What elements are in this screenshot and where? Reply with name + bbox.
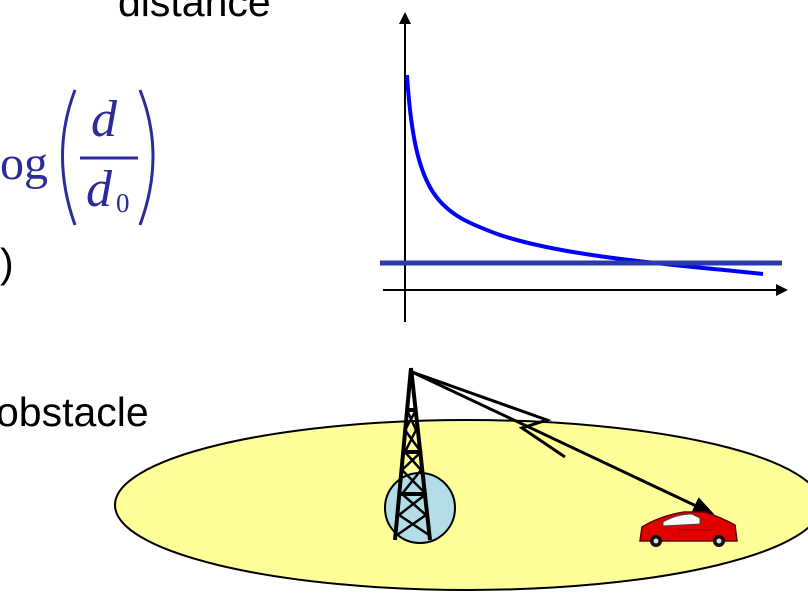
signal-paths (411, 370, 715, 515)
tower-icon (393, 367, 432, 541)
car-icon (639, 511, 738, 547)
reflected-path (411, 370, 566, 459)
distance-text: distance (118, 0, 271, 25)
paren-fragment: ) (0, 240, 14, 286)
formula-log-fragment: og (0, 137, 48, 190)
chart (380, 12, 788, 322)
formula-left-paren (61, 89, 77, 226)
formula-right-paren (138, 89, 155, 226)
formula-numerator: d (91, 91, 117, 148)
formula-denominator: d (86, 161, 112, 218)
formula-graphics (61, 89, 155, 226)
formula-subscript: 0 (116, 188, 130, 218)
decay-curve (405, 74, 764, 276)
direct-path (411, 370, 715, 515)
obstacle-text: obstacle (0, 389, 149, 435)
ground-ellipse (114, 419, 808, 591)
